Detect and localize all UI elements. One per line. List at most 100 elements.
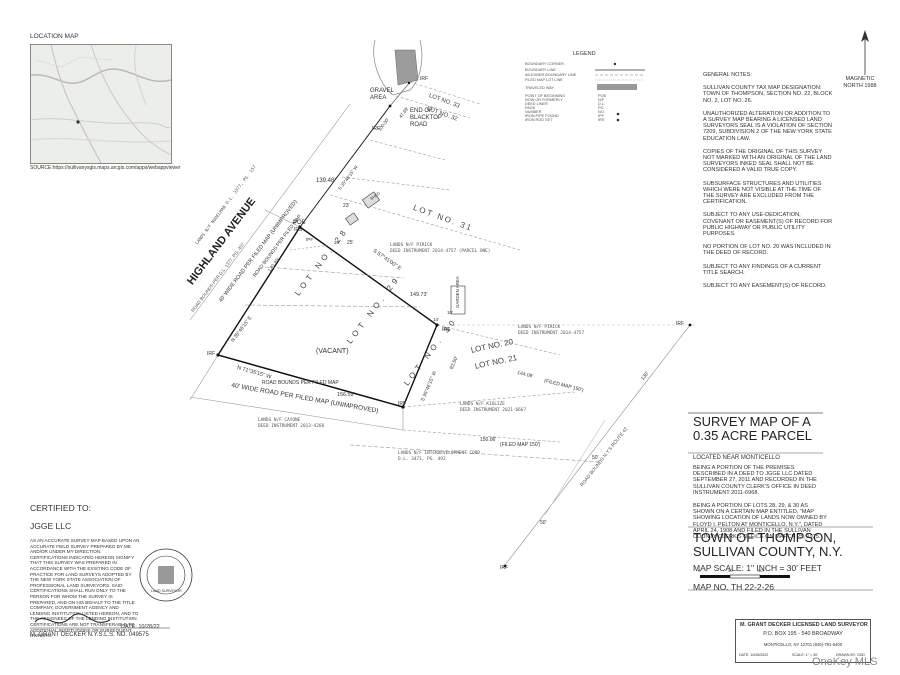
legend: LEGEND BOUNDARY CORNER BOUNDARY LINE ADJ… [525, 51, 651, 132]
legend-abbr: PG. [598, 106, 605, 110]
vacant-label: (VACANT) [316, 348, 349, 355]
legend-row: POINT OF BEGINNING [525, 94, 566, 98]
dim-25: 25' [347, 240, 354, 246]
dim-23: 23' [343, 203, 350, 209]
irs-label-pob: IRS [294, 227, 303, 233]
town-line-2: SULLIVAN COUNTY, N.Y. [693, 544, 843, 559]
pob-label: POB [293, 220, 306, 226]
note-item: SUBJECT TO ANY FINDINGS OF A CURRENT TIT… [703, 263, 822, 276]
surveyor-name: M. GRANT DECKER LICENSED LAND SURVEYOR [740, 622, 868, 628]
irf-label-se: IRF [398, 401, 407, 407]
north-arrow-icon [861, 30, 869, 75]
dist-top: 139.48' [316, 178, 336, 184]
boundary-markers [216, 81, 692, 568]
dim-28: 28' [334, 240, 340, 245]
garden-area-box [450, 285, 466, 315]
legend-abbr: POB [598, 94, 607, 98]
shed-structure [345, 191, 381, 226]
legend-abbr: D.L. [598, 102, 605, 106]
scale-tick: 60 [758, 568, 763, 573]
dist-150: 150.06' [480, 437, 497, 443]
blacktop-label: END OF BLACKTOP ROAD [410, 108, 442, 128]
legend-symbols [595, 62, 645, 90]
title-desc-1: BEING A PORTION OF THE PREMISES DESCRIBE… [693, 465, 817, 496]
gravel-label: GRAVEL AREA [370, 88, 394, 101]
certified-heading: CERTIFIED TO: [30, 503, 91, 513]
legend-abbr: IRS [598, 118, 605, 122]
note-item: SUBJECT TO ANY USE-DEDICATION, COVENANT … [703, 212, 833, 238]
legend-row: PAGE [525, 106, 536, 110]
dim-10: 10' [447, 310, 453, 315]
dist-bottom: 156.59' [337, 392, 355, 398]
title-line-1: SURVEY MAP OF A [693, 414, 811, 429]
road-bounds-bottom: ROAD BOUNDS PER FILED MAP [262, 380, 339, 386]
legend-row: IRON ROD SET [525, 118, 553, 122]
dim-50: 50' [592, 455, 599, 461]
dist-mid: 149.73' [410, 292, 428, 298]
seal-text: LAND SURVEYOR [151, 589, 182, 593]
legend-title: LEGEND [573, 51, 596, 57]
note-item: SUBJECT TO ANY EASEMENT(S) OF RECORD. [703, 283, 827, 290]
dim-14: 14' [433, 317, 439, 322]
interdev: LANDS N/F INTERDEVELOPMENT CORP.D.L. 347… [398, 451, 483, 462]
surveyor-license: M. GRANT DECKER N.Y.S.L.S. NO. 049575 [30, 632, 149, 638]
legend-abbr: NO. [598, 110, 605, 114]
scale-tick: 30 [728, 568, 733, 573]
legend-marker-icons [616, 112, 620, 122]
map-scale: MAP SCALE: 1" INCH = 30' FEET [693, 563, 822, 573]
certification-text: AS AN ACCURATE SURVEY MAP BASED UPON AN … [30, 538, 140, 646]
irf-label-bottom: IRF [500, 565, 509, 571]
dim-50b: 50' [540, 520, 547, 526]
legend-row: BOUNDARY LINE [525, 68, 556, 72]
road-and-lot-lines [189, 81, 695, 566]
note-item: SULLIVAN COUNTY TAX MAP DESIGNATION: TOW… [703, 85, 833, 104]
legend-row: BOUNDARY CORNER [525, 62, 564, 66]
legend-row: NUMBER [525, 110, 542, 114]
location-map-source: SOURCE:https://sullivanysgis.maps.arcgis… [30, 165, 181, 171]
gravel-area [373, 39, 423, 96]
filed-150-bottom: (FILED MAP 150') [500, 442, 541, 448]
title-desc: BEING A PORTION OF THE PREMISES DESCRIBE… [693, 465, 828, 547]
note-item: NO PORTION OF LOT NO. 20 WAS INCLUDED IN… [703, 244, 831, 257]
legend-row: ADJOINER BOUNDARY LINE [525, 73, 577, 77]
legend-row: FILED MAP LOT LINE [525, 78, 563, 82]
irf-label-gravel: IRF [420, 76, 429, 82]
surveyor-date: DATE: 10/28/2022 [739, 653, 769, 657]
legend-row: TRAVELED WAY [525, 86, 555, 90]
location-map [30, 44, 172, 164]
map-no: MAP NO. TH 22-2-26 [693, 582, 774, 592]
legend-row: IRON PIPE FOUND [525, 114, 559, 118]
note-item: UNAUTHORIZED ALTERATION OR ADDITION TO A… [703, 110, 832, 142]
signature [34, 613, 111, 624]
watermark: OneKey MLS [812, 656, 878, 668]
ipf-label: IPF [306, 237, 314, 242]
irf-label-top: IRF [372, 126, 381, 132]
certification-body: AS AN ACCURATE SURVEY MAP BASED UPON AN … [30, 538, 140, 639]
cert-date: DATE: 10/28/22 [121, 624, 160, 630]
legend-row: DEED LINER [525, 102, 548, 106]
note-item: COPIES OF THE ORIGINAL OF THIS SURVEY NO… [703, 148, 832, 174]
surveyor-box: M. GRANT DECKER LICENSED LAND SURVEYOR P… [735, 619, 871, 663]
title-desc-2: BEING A PORTION OF LOTS 28, 29, & 30 AS … [693, 503, 827, 541]
town-line-1: TOWN OF THOMPSON, [693, 530, 837, 545]
garden-label: GARDEN AREA [455, 276, 460, 308]
surveyor-drawn: DRAWN BY: GDD [836, 653, 866, 657]
surveyor-address: P.O. BOX 195 - 540 BROADWAY [763, 631, 843, 637]
surveyor-scale: SCALE: 1" = 30' [792, 653, 818, 657]
scale-bar [700, 574, 790, 579]
location-map-title: LOCATION MAP [30, 33, 79, 40]
title-line-2: 0.35 ACRE PARCEL [693, 428, 812, 443]
general-notes: GENERAL NOTES: SULLIVAN COUNTY TAX MAP D… [703, 72, 833, 296]
location-map-graphic [31, 45, 171, 163]
note-item: SUBSURFACE STRUCTURES AND UTILITIES WHIC… [703, 180, 822, 206]
irs-label-east: IRS [442, 327, 451, 333]
legend-row: NOW OR FORMERLY [525, 98, 563, 102]
legend-abbr: N/F [598, 98, 605, 102]
location-line: LOCATED NEAR MONTICELLO [693, 455, 780, 461]
